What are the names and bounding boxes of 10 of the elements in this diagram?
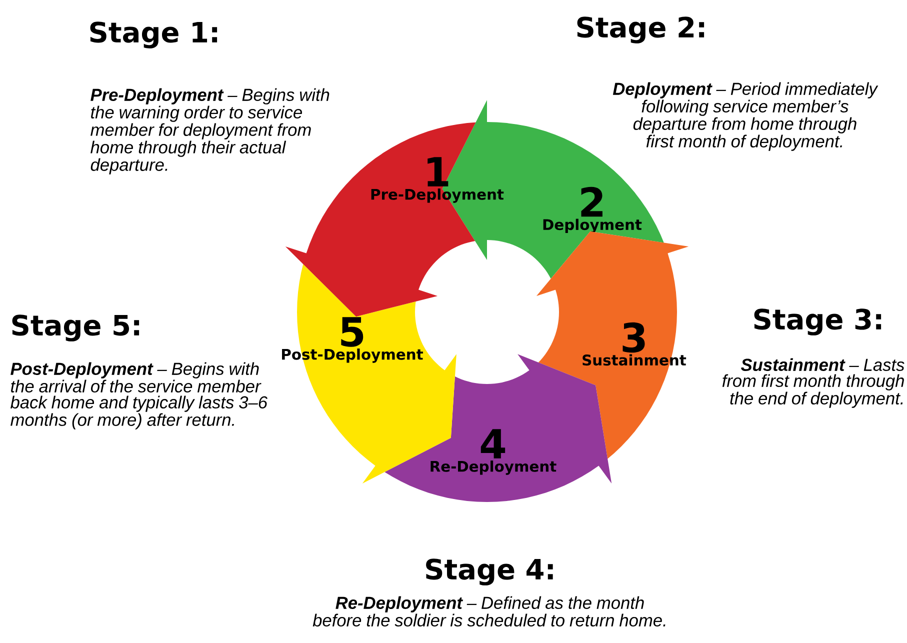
- stage-description: Re-Deployment – Defined as the month before the soldier is scheduled to return home.: [312, 596, 666, 627]
- stage-heading: Stage 2:: [577, 16, 704, 44]
- stage-description: Sustainment – Lasts from first month through the end of deployment.: [722, 358, 904, 408]
- stage-heading: Stage 5:: [12, 314, 140, 342]
- stage-heading: Stage 4:: [426, 558, 553, 586]
- stage-description: Pre-Deployment – Begins with the warning order to service member for deployment from home through their actual departure.: [90, 88, 330, 174]
- stage-description: Post-Deployment – Begins with the arrival of the service member back home and typically lasts 3–6 months (or more) after return.: [10, 362, 268, 430]
- stage-description: Deployment – Period immediately following service member’s departure from home through first month of deployment.: [612, 82, 878, 151]
- stage-heading: Stage 1:: [90, 22, 218, 48]
- stage-heading: Stage 3:: [754, 308, 882, 336]
